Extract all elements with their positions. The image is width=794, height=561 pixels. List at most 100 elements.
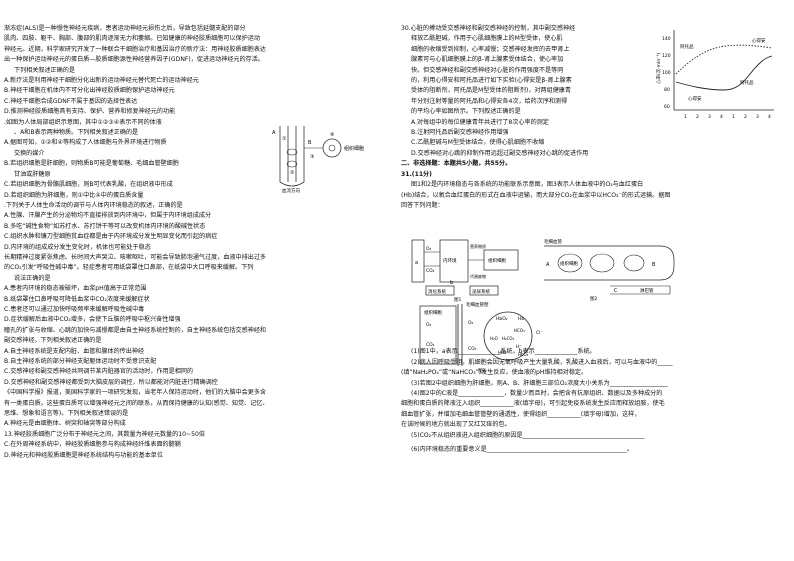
sub-question: (1)图1中，a表示______________系统，b表示__________…	[411, 348, 596, 356]
curve-label: 心得安	[688, 95, 702, 102]
option: D.内环境的组成成分发生变化时，机体也可能处于稳态	[4, 243, 151, 251]
option: 13.神经胶质细胞广泛分布于神经元之间，其数量为神经元数量的10~50倍	[4, 430, 205, 438]
question-stem: 瞳孔的扩张与收缩、心跳的加快与减慢都是由自主神经系统控制的，自主神经系统包括交感…	[4, 326, 267, 334]
question-stem: 的CO₂引发“呼吸性碱中毒”。轻症患者可用纸袋罩住口鼻部，在纸袋中大口呼吸来缓解…	[4, 264, 254, 272]
y-tick: 80	[664, 87, 670, 93]
option: D.交感神经和副交感神经都受到大脑皮层的调控，所以都能对内脏进行精确调控	[4, 378, 218, 386]
option: C.交感神经和副交感神经共同调节某内脏器官的活动时，作用是相同的	[4, 368, 194, 376]
label-tissue-cell: 组织细胞	[424, 309, 442, 316]
label-capillary: 毛细血管	[544, 238, 562, 245]
label-blood-flow: 血流方向	[282, 187, 300, 194]
question-stem: 快。但交感神经和副交感神经对心脏的作用强度不是等同	[411, 66, 564, 74]
option: A.神经元是由细胞体、树突和轴突等部分构成	[4, 420, 126, 428]
label-a: a	[415, 260, 418, 266]
label-co2: CO₂	[426, 342, 435, 348]
label-B: B	[308, 140, 312, 146]
option: D.若组织细胞为肝细胞，则①中比④中的蛋白质含量	[4, 191, 144, 199]
label-urinary: 泌尿系统	[472, 288, 490, 295]
y-tick: 120	[662, 53, 671, 59]
question-stem: 细胞的收缩受到抑制，心率减慢；交感神经发挥的去甲肾上	[411, 45, 570, 53]
red-blood-cell	[483, 311, 533, 361]
heart-rate-graph: 心率(次·min⁻¹) 60 80 100 120 140 1 2 3 4 1 …	[654, 26, 778, 122]
question-stem: .下列关于人体生命活动的调节与人体内环境稳态的叙述，正确的是	[4, 201, 183, 209]
blood-cell	[286, 148, 298, 156]
x-tick: 1	[732, 114, 735, 120]
label-internal-env: 内环境	[443, 257, 457, 264]
tissue-cell	[589, 253, 615, 273]
sub-question: (填“NaH₂PO₄”或“NaHCO₃”)发生反应，使血液的pH维持相对稳定。	[401, 369, 588, 377]
label-h-plus: H⁺	[516, 344, 521, 349]
sub-question: 细胞和蛋白质的降液注入组织___________液(填字母)，可引起免疫系统发生…	[401, 400, 665, 408]
option: A.性腺、汗腺产生的分泌物均不直接排放到内环境中，但属于内环境组成成分	[4, 212, 212, 220]
label-B: B	[652, 262, 656, 268]
label-co2: CO₂	[426, 268, 435, 274]
box-internal-environment	[439, 239, 469, 283]
text-line: 肌肉、四肢、躯干、胸部、腹部的肌肉逐渐无力和萎缩。已知健康的神经胶质细胞可以保护…	[4, 35, 260, 43]
curve-solid	[675, 55, 773, 91]
capillary	[544, 245, 675, 281]
label-lymph: 淋巴管	[640, 287, 654, 294]
label-hb: Hb	[518, 316, 524, 322]
sub-question: (5)CO₂不从组织液进入组织细胞的原因是___________________…	[411, 431, 645, 439]
label-h2o: H₂O	[490, 336, 498, 341]
label-4: ④	[330, 132, 335, 138]
label-hhb: HHb	[498, 350, 507, 355]
vessel-curve	[279, 181, 305, 187]
option: C.若组织细胞为骨骼肌细胞，则B可代表乳酸，在组织液中形成	[4, 181, 173, 189]
x-tick: 3	[708, 114, 711, 120]
text-line: 渐冻症(ALS)是一种慢性神经元疾病，患者运动神经元损伤之后，导致包括延髓支配的…	[4, 25, 246, 32]
question-intro: 图1和2是内环境稳态与各系统的功能联系示意图，图3表示人体血液中的O₂与血红蛋白	[411, 181, 644, 189]
y-axis-label: 心率(次·min⁻¹)	[655, 53, 662, 84]
option: A.对每组中的每位健康青年共进行了8次心率的测定	[411, 118, 549, 126]
tissue-diagram: A B ① ② ③ ④ 组织细胞 血流方向	[268, 124, 378, 194]
question-stem: 30.心脏的搏动受交感神经和副交感神经的控制，其中副交感神经	[401, 25, 576, 32]
y-tick: 60	[664, 104, 670, 110]
y-tick: 140	[662, 36, 671, 42]
curve-label: 阿托品	[740, 79, 754, 86]
x-tick: 4	[720, 114, 723, 120]
option: B.自主神经系统的部分神经支配躯体运动时不受意识支配	[4, 358, 157, 365]
label-cl: Cl⁻	[536, 330, 543, 336]
curve-label: 心得安	[752, 37, 766, 44]
figure-1: O₂ CO₂ 营养物质 代谢废物 a b 内环境 组织细胞 消化系统 泌尿系统 …	[410, 236, 528, 302]
figure-3: 毛细血管壁 组织细胞 O₂ CO₂ O₂ CO₂ HbO₂ Hb H₂O H₂C…	[418, 300, 568, 374]
question-stem: 年分别注射等量的阿托品和心得安各4次，给药次序和测得	[411, 97, 568, 105]
label-nutrients: 营养物质	[470, 243, 486, 249]
question-stem: 《中国科学报》报道，美国科学家的一项研究发现，当老年人保持运动时，他们的大脑中会…	[4, 389, 267, 397]
option: D.交感神经对心跳的抑制作用远超过副交感神经对心跳的促进作用	[411, 149, 589, 157]
figure-caption: 图1	[454, 297, 461, 302]
option: D.症状缓解后血液中CO₂增多，会使下丘脑的呼吸中枢兴奋性增强	[4, 316, 181, 324]
option: B.注射阿托品后副交感神经作用增强	[411, 129, 509, 137]
question-stem: 下列相关叙述正确的是	[14, 66, 75, 74]
label-A: A	[546, 262, 550, 268]
label-A: A	[272, 130, 276, 136]
option: B.神经干细胞在机体内不可分化出神经胶质细胞保护运动神经元	[4, 87, 175, 95]
label-o2: O₂	[426, 246, 432, 252]
option: 甘油或肝糖原	[14, 170, 51, 178]
label-hco3: HCO₃⁻	[514, 328, 527, 333]
option: B.若组织细胞是肝细胞，则物质B可能是葡萄糖、毛细血管壁细胞	[4, 160, 179, 168]
option: C.患者还可以通过加快呼吸频率来缓解呼吸性碱中毒	[4, 305, 145, 313]
y-tick: 100	[662, 70, 671, 76]
tissue-cell	[322, 138, 342, 158]
label-o2: O₂	[426, 322, 432, 328]
box-a	[411, 239, 425, 283]
option: A.患者内环境的稳态被破坏，血浆pH值高于正常范围	[4, 285, 147, 293]
option: A.自主神经系统是支配内脏、血管和腺体的传出神经	[4, 347, 145, 355]
option: B.多吃“碱性食物”如苏打水、苏打饼干等可以改变机体内环境的酸碱性状态	[4, 222, 206, 230]
question-stem: 有一类蛋白质，这些蛋白质可以增强神经元之间的联系，从而保持健康的认知(感觉、知觉…	[4, 399, 269, 407]
option: C.神经干细胞合成GDNF不属于基因的选择性表达	[4, 97, 138, 105]
sub-question: 在该时候的地方就出现了又红又痒的包。	[401, 421, 511, 429]
question-stem: 释放乙酰胆碱，作用于心肌细胞膜上的M型受体，使心肌	[411, 35, 563, 43]
option: D.推测神经胶质细胞具有支持、保护、营养和修复神经元的功能	[4, 108, 176, 116]
option: C.乙酰胆碱与M型受体结合，使得心肌细胞不收缩	[411, 139, 545, 147]
question-title: 31.(11分)	[401, 170, 432, 178]
label-hbo2: HbO₂	[518, 352, 529, 357]
label-h2co3: H₂CO₃	[502, 336, 515, 341]
question-stem: 受体的阻断剂，阿托品是M型受体的阻断剂)，对两组健康青	[411, 87, 571, 95]
question-stem: 腺素可与心肌细胞膜上的β-肾上腺素受体结合，使心率加	[411, 56, 564, 64]
box-urinary	[469, 285, 499, 296]
x-tick: 2	[744, 114, 747, 120]
sub-question: (6)内环境稳态的重要意义是__________________________…	[411, 445, 633, 453]
label-co2: CO₂	[468, 346, 477, 352]
